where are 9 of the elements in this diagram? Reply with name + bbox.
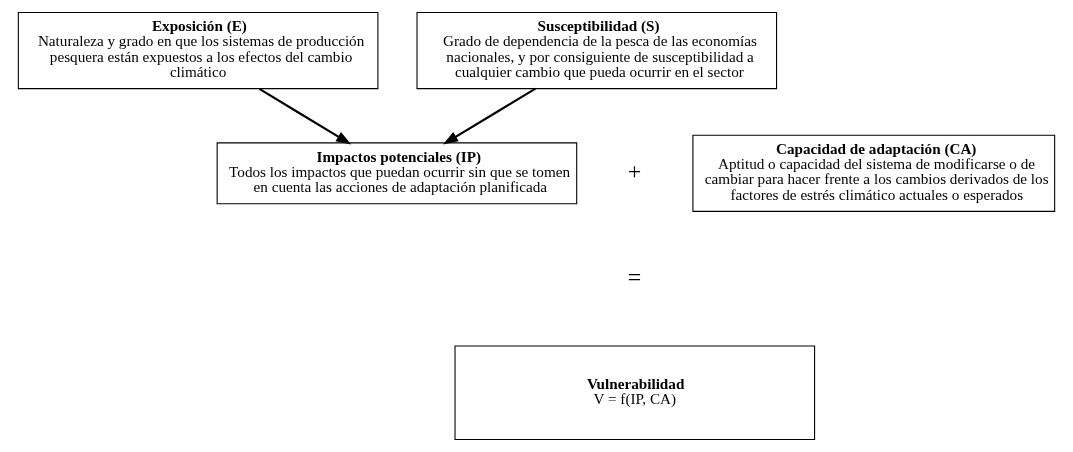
- node-box: Vulnerabilidad V = f(IP, CA): [454, 345, 816, 440]
- node-box: Impactos potenciales (IP) Todos los impactos que puedan ocurrir sin que se tomen en cuenta las acciones de adaptación planificada: [216, 142, 578, 205]
- arrow: [442, 87, 536, 145]
- label: =: [627, 263, 642, 290]
- label: +: [627, 158, 642, 185]
- node-box: Capacidad de adaptación (CA) Aptitud o capacidad del sistema de modificarse o de cambiar para hacer frente a los cambios derivados de los factores de estrés climático actuales o esperados: [692, 134, 1056, 212]
- arrow: [258, 87, 352, 145]
- node-box: Exposición (E) Naturaleza y grado en que los sistemas de producción pesquera están expuestos a los efectos del cambio climático: [17, 12, 379, 90]
- node-box: Susceptibilidad (S) Grado de dependencia de la pesca de las economías nacionales, y por consiguiente de susceptibilidad a cualquier cambio que pueda ocurrir en el sector: [416, 12, 778, 90]
